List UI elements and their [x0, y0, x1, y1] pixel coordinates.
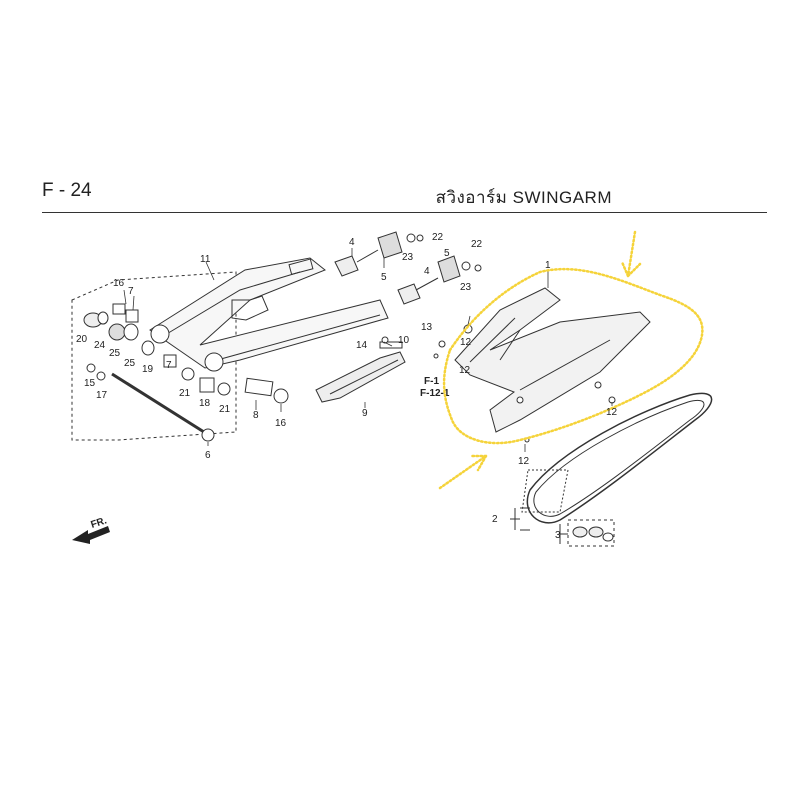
- reference-f1[interactable]: F-1: [424, 376, 439, 387]
- drive-chain: [521, 392, 713, 524]
- callout-3[interactable]: 3: [555, 530, 561, 541]
- callout-7a[interactable]: 7: [128, 286, 134, 297]
- callout-19[interactable]: 19: [142, 364, 154, 375]
- leader-lines: [123, 248, 613, 452]
- diagram-title: สวิงอาร์ม SWINGARM: [435, 188, 612, 207]
- callout-5b[interactable]: 5: [444, 248, 450, 259]
- callout-4b[interactable]: 4: [424, 266, 430, 277]
- chain-adjusters: [334, 231, 482, 305]
- pivot-bearings: [83, 303, 289, 404]
- callout-14[interactable]: 14: [356, 340, 368, 351]
- callout-16b[interactable]: 16: [275, 418, 287, 429]
- callout-12d[interactable]: 12: [518, 456, 530, 467]
- callout-bracket-3: [559, 524, 568, 544]
- callout-16a[interactable]: 16: [113, 278, 125, 289]
- pivot-parts-group-outline: [71, 271, 237, 441]
- highlight-annotation: [438, 230, 704, 490]
- rear-hugger-fender: [454, 287, 651, 433]
- callout-25a[interactable]: 25: [109, 348, 121, 359]
- callout-numbers: 1 2 3 4 4 5 5 6 7 7 8 9 10 11 12 12 12 1…: [76, 232, 618, 541]
- callout-22b[interactable]: 22: [471, 239, 483, 250]
- callout-12b[interactable]: 12: [459, 365, 471, 376]
- callout-25b[interactable]: 25: [124, 358, 136, 369]
- chain-joint-group: [567, 519, 615, 547]
- swingarm-body: [149, 257, 389, 372]
- callout-24[interactable]: 24: [94, 340, 106, 351]
- callout-2[interactable]: 2: [492, 514, 498, 525]
- callout-11[interactable]: 11: [200, 254, 211, 265]
- header-divider: [42, 212, 767, 213]
- callout-23b[interactable]: 23: [460, 282, 472, 293]
- callout-20[interactable]: 20: [76, 334, 88, 345]
- callout-8[interactable]: 8: [253, 410, 259, 421]
- callout-12c[interactable]: 12: [606, 407, 618, 418]
- diagram-code: F - 24: [42, 180, 92, 201]
- callout-7b[interactable]: 7: [166, 360, 172, 371]
- callout-18[interactable]: 18: [199, 398, 211, 409]
- front-direction-arrow: FR.: [72, 515, 110, 544]
- pivot-shaft: [86, 363, 215, 442]
- callout-5a[interactable]: 5: [381, 272, 387, 283]
- callout-6[interactable]: 6: [205, 450, 211, 461]
- callout-15[interactable]: 15: [84, 378, 96, 389]
- callout-23a[interactable]: 23: [402, 252, 414, 263]
- callout-12a[interactable]: 12: [460, 337, 472, 348]
- callout-9[interactable]: 9: [362, 408, 368, 419]
- front-direction-label: FR.: [90, 515, 109, 531]
- callout-bracket-2: [510, 507, 530, 531]
- callout-17[interactable]: 17: [96, 390, 108, 401]
- callout-13[interactable]: 13: [421, 322, 433, 333]
- callout-21b[interactable]: 21: [219, 404, 231, 415]
- chain-slider: [315, 336, 406, 403]
- callout-4a[interactable]: 4: [349, 237, 355, 248]
- callout-1[interactable]: 1: [545, 260, 551, 271]
- callout-21a[interactable]: 21: [179, 388, 191, 399]
- callout-10[interactable]: 10: [398, 335, 410, 346]
- callout-22a[interactable]: 22: [432, 232, 444, 243]
- reference-f12-1[interactable]: F-12-1: [420, 388, 450, 399]
